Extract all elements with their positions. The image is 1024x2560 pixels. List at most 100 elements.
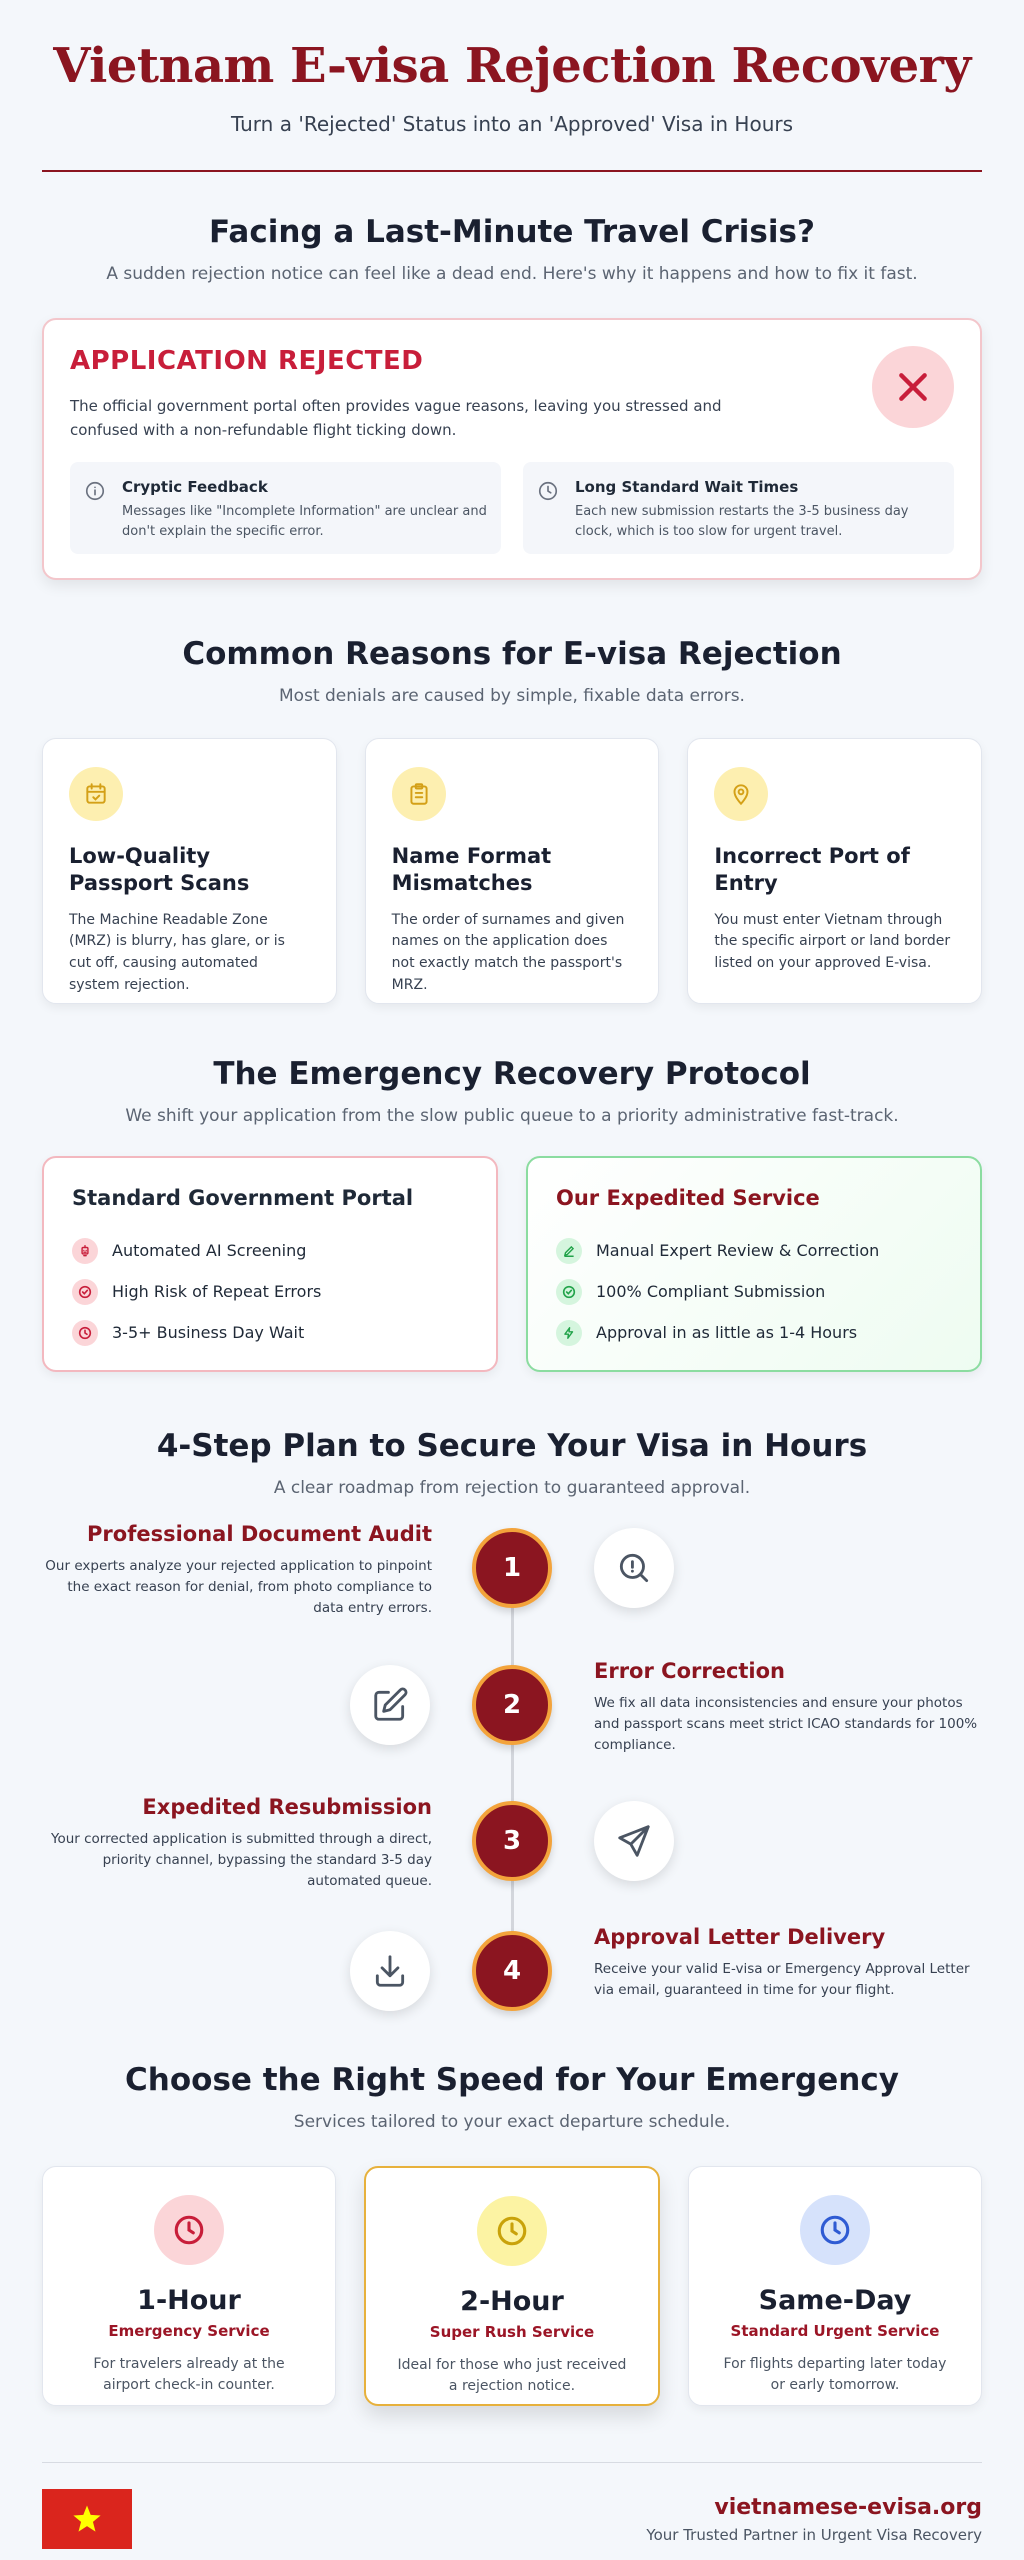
reason-title: Low-Quality Passport Scans: [69, 844, 250, 896]
crisis-section: Facing a Last-Minute Travel Crisis? A su…: [42, 214, 982, 580]
crisis-subtitle: A sudden rejection notice can feel like …: [106, 264, 918, 284]
reasons-title: Common Reasons for E-visa Rejection: [182, 636, 842, 672]
reason-cards: Low-Quality Passport Scans The Machine R…: [42, 738, 983, 1004]
standard-portal-card: Standard Government Portal Automated AI …: [42, 1156, 498, 1372]
edit-icon: [350, 1665, 430, 1745]
step-title: Expedited Resubmission: [142, 1795, 432, 1819]
step-number: 4: [472, 1931, 552, 2011]
speed-card-1-hour[interactable]: 1-Hour Emergency Service For travelers a…: [42, 2166, 336, 2406]
map-pin-icon: [714, 767, 769, 821]
steps-title: 4-Step Plan to Secure Your Visa in Hours: [156, 1428, 868, 1464]
clock-icon: [477, 2196, 547, 2266]
step-1: Professional Document Audit Our experts …: [42, 1522, 982, 1638]
robot-icon: [72, 1237, 98, 1264]
speed-label: Emergency Service: [108, 2322, 270, 2340]
speed-card-same-day[interactable]: Same-Day Standard Urgent Service For fli…: [688, 2166, 982, 2406]
step-title: Error Correction: [594, 1659, 786, 1683]
step-text: Error Correction We fix all data inconsi…: [594, 1659, 984, 1756]
clock-icon: [72, 1319, 98, 1346]
list-item: High Risk of Repeat Errors: [72, 1271, 468, 1312]
step-title: Professional Document Audit: [87, 1522, 432, 1546]
step-description: We fix all data inconsistencies and ensu…: [594, 1695, 978, 1753]
cryptic-feedback-box: Cryptic Feedback Messages like "Incomple…: [70, 462, 501, 554]
header-divider: [42, 170, 982, 172]
box-title: Long Standard Wait Times: [575, 478, 799, 496]
list-item: 3-5+ Business Day Wait: [72, 1312, 468, 1353]
page-subtitle: Turn a 'Rejected' Status into an 'Approv…: [230, 112, 794, 136]
reason-text: The order of surnames and given names on…: [391, 911, 625, 993]
speed-section: Choose the Right Speed for Your Emergenc…: [42, 2062, 982, 2406]
speed-label: Standard Urgent Service: [730, 2322, 940, 2340]
reason-title: Incorrect Port of Entry: [714, 844, 910, 896]
item-label: 100% Compliant Submission: [596, 1282, 826, 1301]
clipboard-icon: [391, 767, 446, 821]
footer-divider: [42, 2462, 982, 2463]
clock-icon: [154, 2195, 224, 2265]
speed-heading: Same-Day: [758, 2285, 912, 2316]
step-description: Our experts analyze your rejected applic…: [45, 1558, 432, 1616]
rejection-description: The official government portal often pro…: [70, 397, 722, 439]
speed-label: Super Rush Service: [429, 2323, 595, 2341]
clock-icon: [537, 480, 561, 538]
item-label: Approval in as little as 1-4 Hours: [596, 1323, 858, 1342]
check-circle-icon: [556, 1278, 582, 1305]
expedited-service-card: Our Expedited Service Manual Expert Revi…: [526, 1156, 982, 1372]
lightning-icon: [556, 1319, 582, 1346]
info-icon: [84, 480, 108, 538]
wait-times-box: Long Standard Wait Times Each new submis…: [523, 462, 954, 554]
footer-tagline: Your Trusted Partner in Urgent Visa Reco…: [646, 2525, 982, 2544]
speed-cards: 1-Hour Emergency Service For travelers a…: [42, 2166, 982, 2406]
reason-card-passport-scans: Low-Quality Passport Scans The Machine R…: [42, 738, 337, 1004]
expedited-title: Our Expedited Service: [556, 1186, 820, 1210]
box-title: Cryptic Feedback: [122, 478, 268, 496]
check-circle-icon: [72, 1278, 98, 1305]
standard-title: Standard Government Portal: [72, 1186, 414, 1210]
reason-title: Name Format Mismatches: [391, 844, 552, 896]
steps-section: 4-Step Plan to Secure Your Visa in Hours…: [42, 1428, 982, 2028]
reason-text: You must enter Vietnam through the speci…: [714, 911, 951, 971]
site-link[interactable]: vietnamese-evisa.org: [714, 2494, 982, 2520]
protocol-subtitle: We shift your application from the slow …: [125, 1106, 899, 1126]
calendar-check-icon: [69, 767, 123, 821]
rejection-reasons: Cryptic Feedback Messages like "Incomple…: [70, 462, 954, 554]
step-number: 1: [472, 1528, 552, 1608]
standard-list: Automated AI Screening High Risk of Repe…: [72, 1230, 468, 1353]
footer-brand: vietnamese-evisa.org Your Trusted Partne…: [646, 2495, 982, 2544]
send-icon: [594, 1801, 674, 1881]
page-title: Vietnam E-visa Rejection Recovery: [53, 38, 971, 94]
speed-description: For travelers already at the airport che…: [93, 2356, 285, 2393]
pencil-icon: [556, 1237, 582, 1264]
search-icon: [594, 1528, 674, 1608]
steps-subtitle: A clear roadmap from rejection to guaran…: [273, 1478, 751, 1498]
item-label: Automated AI Screening: [112, 1241, 307, 1260]
timeline-line: [511, 1568, 514, 1988]
close-icon: [872, 346, 954, 428]
step-text: Expedited Resubmission Your corrected ap…: [42, 1795, 432, 1892]
rejection-card: APPLICATION REJECTED The official govern…: [42, 318, 982, 580]
step-4: 4 Approval Letter Delivery Receive your …: [42, 1925, 982, 2041]
reason-text: The Machine Readable Zone (MRZ) is blurr…: [69, 911, 285, 993]
speed-title: Choose the Right Speed for Your Emergenc…: [125, 2062, 899, 2098]
clock-icon: [800, 2195, 870, 2265]
list-item: Approval in as little as 1-4 Hours: [556, 1312, 952, 1353]
list-item: 100% Compliant Submission: [556, 1271, 952, 1312]
step-title: Approval Letter Delivery: [594, 1925, 886, 1949]
reasons-section: Common Reasons for E-visa Rejection Most…: [42, 636, 983, 1004]
protocol-section: The Emergency Recovery Protocol We shift…: [42, 1056, 982, 1372]
crisis-title: Facing a Last-Minute Travel Crisis?: [209, 214, 815, 250]
item-label: Manual Expert Review & Correction: [596, 1241, 880, 1260]
rejection-title: APPLICATION REJECTED: [70, 346, 424, 376]
vietnam-flag-icon: [42, 2489, 132, 2549]
step-text: Professional Document Audit Our experts …: [42, 1522, 432, 1619]
speed-subtitle: Services tailored to your exact departur…: [293, 2112, 731, 2132]
footer: vietnamese-evisa.org Your Trusted Partne…: [42, 2489, 982, 2549]
speed-description: For flights departing later today or ear…: [723, 2356, 947, 2393]
reasons-subtitle: Most denials are caused by simple, fixab…: [279, 686, 745, 706]
step-number: 3: [472, 1801, 552, 1881]
step-number: 2: [472, 1665, 552, 1745]
speed-card-2-hour[interactable]: 2-Hour Super Rush Service Ideal for thos…: [364, 2166, 660, 2406]
box-text: Each new submission restarts the 3-5 bus…: [575, 504, 909, 540]
reason-card-port-of-entry: Incorrect Port of Entry You must enter V…: [687, 738, 983, 1004]
list-item: Automated AI Screening: [72, 1230, 468, 1271]
box-text: Messages like "Incomplete Information" a…: [122, 504, 487, 540]
